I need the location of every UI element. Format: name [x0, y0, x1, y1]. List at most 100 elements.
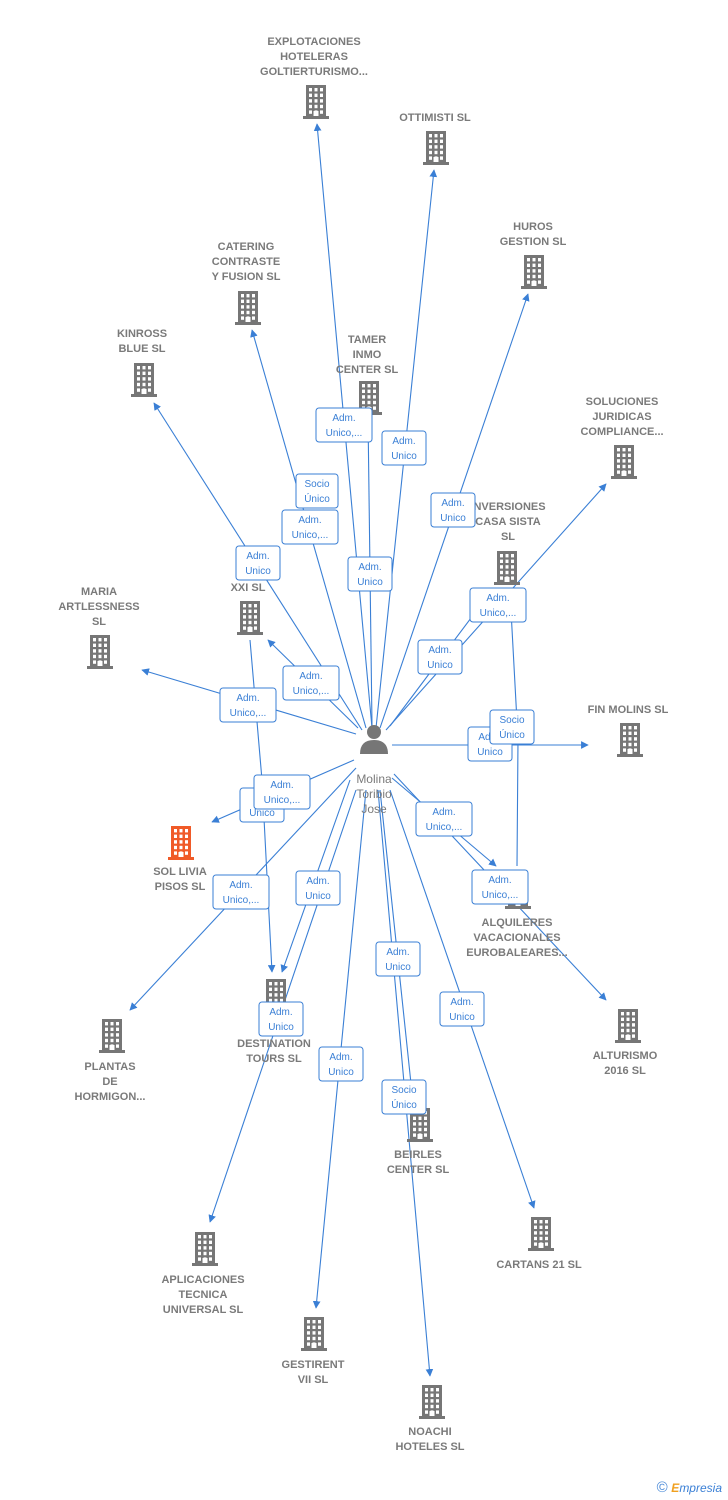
building-icon [528, 1217, 554, 1251]
relation-label[interactable]: Adm.Unico [347, 556, 393, 592]
company-label-line: ALTURISMO [593, 1050, 658, 1062]
company-label-line: PISOS SL [155, 881, 206, 893]
relation-label[interactable]: Adm.Unico [381, 430, 427, 466]
company-label-line: TAMER [348, 334, 386, 346]
company-label-line: EXPLOTACIONES [267, 36, 360, 48]
company-node-cartans[interactable]: CARTANS 21 SL [496, 1217, 582, 1271]
relation-label[interactable]: Adm.Unico,... [415, 801, 473, 837]
relation-label-line: Adm. [450, 997, 473, 1008]
company-label-line: OTTIMISTI SL [399, 112, 471, 124]
company-label-line: HOTELERAS [280, 51, 348, 63]
company-label-line: ARTLESSNESS [58, 601, 139, 613]
relation-label-line: Adm. [299, 671, 322, 682]
company-label-line: BLUE SL [118, 343, 165, 355]
relation-label-line: Unico [328, 1067, 354, 1078]
relation-label[interactable]: Adm.Unico,... [471, 869, 529, 905]
relations-layer: Adm.Unico,...Adm.UnicoSocioÚnicoAdm.Unic… [212, 407, 535, 1115]
relation-label-line: Unico,... [426, 822, 463, 833]
company-label-line: DESTINATION [237, 1038, 311, 1050]
company-node-ottimisti[interactable]: OTTIMISTI SL [399, 112, 471, 165]
relation-label[interactable]: Adm.Unico,... [281, 509, 339, 545]
relation-label[interactable]: Adm.Unico,... [219, 687, 277, 723]
company-label-line: CARTANS 21 SL [496, 1259, 582, 1271]
building-icon [611, 445, 637, 479]
relation-label[interactable]: Adm.Unico [235, 545, 281, 581]
relation-label-line: Adm. [270, 780, 293, 791]
relation-label-line: Adm. [329, 1052, 352, 1063]
relation-label-line: Unico [427, 660, 453, 671]
building-icon [192, 1232, 218, 1266]
relation-label[interactable]: Adm.Unico [295, 870, 341, 906]
company-node-sollivia[interactable]: SOL LIVIA PISOS SL [153, 826, 207, 893]
company-label-line: COMPLIANCE... [580, 426, 663, 438]
company-label-line: TECNICA [179, 1289, 228, 1301]
relation-label-line: Adm. [486, 593, 509, 604]
company-label-line: XXI SL [231, 582, 266, 594]
relation-label[interactable]: Adm.Unico [430, 492, 476, 528]
copyright-icon: © [656, 1479, 668, 1496]
company-label-line: GOLTIERTURISMO... [260, 66, 368, 78]
relation-label[interactable]: Adm.Unico [375, 941, 421, 977]
relation-label[interactable]: Adm.Unico,... [469, 587, 527, 623]
relation-label-line: Único [304, 492, 330, 505]
center-name-line: Jose [361, 802, 387, 816]
company-label-line: INVERSIONES [470, 501, 545, 513]
relation-label-line: Adm. [306, 876, 329, 887]
relation-label[interactable]: Adm.Unico [439, 991, 485, 1027]
relation-label-line: Unico [357, 577, 383, 588]
relation-label[interactable]: Adm. Unico [318, 1046, 364, 1082]
relation-label[interactable]: Adm.Unico,... [282, 665, 340, 701]
company-node-explotaciones[interactable]: EXPLOTACIONES HOTELERAS GOLTIERTURISMO... [260, 36, 368, 119]
company-label-line: VACACIONALES [473, 932, 560, 944]
relation-label-line: Unico [245, 566, 271, 577]
relation-label-line: Único [499, 728, 525, 741]
relation-label[interactable]: Adm.Unico [258, 1001, 304, 1037]
relation-label-line: Unico,... [292, 530, 329, 541]
company-label-line: NOACHI [408, 1426, 451, 1438]
relation-label-line: Socio [391, 1085, 416, 1096]
brand-logo[interactable]: Empresia [671, 1481, 722, 1495]
building-icon [303, 85, 329, 119]
relation-label-line: Adm. [392, 436, 415, 447]
relation-label[interactable]: Adm. Unico [417, 639, 463, 675]
copyright-footer: © Empresia [657, 1479, 722, 1496]
relation-label[interactable]: Adm.Unico,... [212, 874, 270, 910]
building-icon [617, 723, 643, 757]
company-label-line: PLANTAS [84, 1061, 135, 1073]
relation-label-line: Unico,... [223, 895, 260, 906]
company-label-line: CONTRASTE [212, 256, 280, 268]
company-label-line: SOL LIVIA [153, 866, 207, 878]
company-label-line: FIN MOLINS SL [588, 704, 669, 716]
company-node-plantas[interactable]: PLANTASDEHORMIGON... [75, 1019, 146, 1103]
relation-label[interactable]: Adm.Unico,... [315, 407, 373, 443]
company-node-finmolins[interactable]: FIN MOLINS SL [588, 704, 669, 757]
relation-label[interactable]: Adm.Unico,... [253, 774, 311, 810]
center-name-line: Toribio [356, 787, 392, 801]
center-name-line: Molina [356, 772, 392, 786]
relation-label-line: Adm. [428, 645, 451, 656]
company-label-line: SL [501, 531, 515, 543]
company-label-line: INMO [353, 349, 382, 361]
company-node-soluciones[interactable]: SOLUCIONESJURIDICASCOMPLIANCE... [580, 396, 664, 479]
company-label-line: HORMIGON... [75, 1091, 146, 1103]
building-icon [99, 1019, 125, 1053]
relation-label-line: Socio [499, 715, 524, 726]
company-label-line: MARIA [81, 586, 117, 598]
building-icon [237, 601, 263, 635]
